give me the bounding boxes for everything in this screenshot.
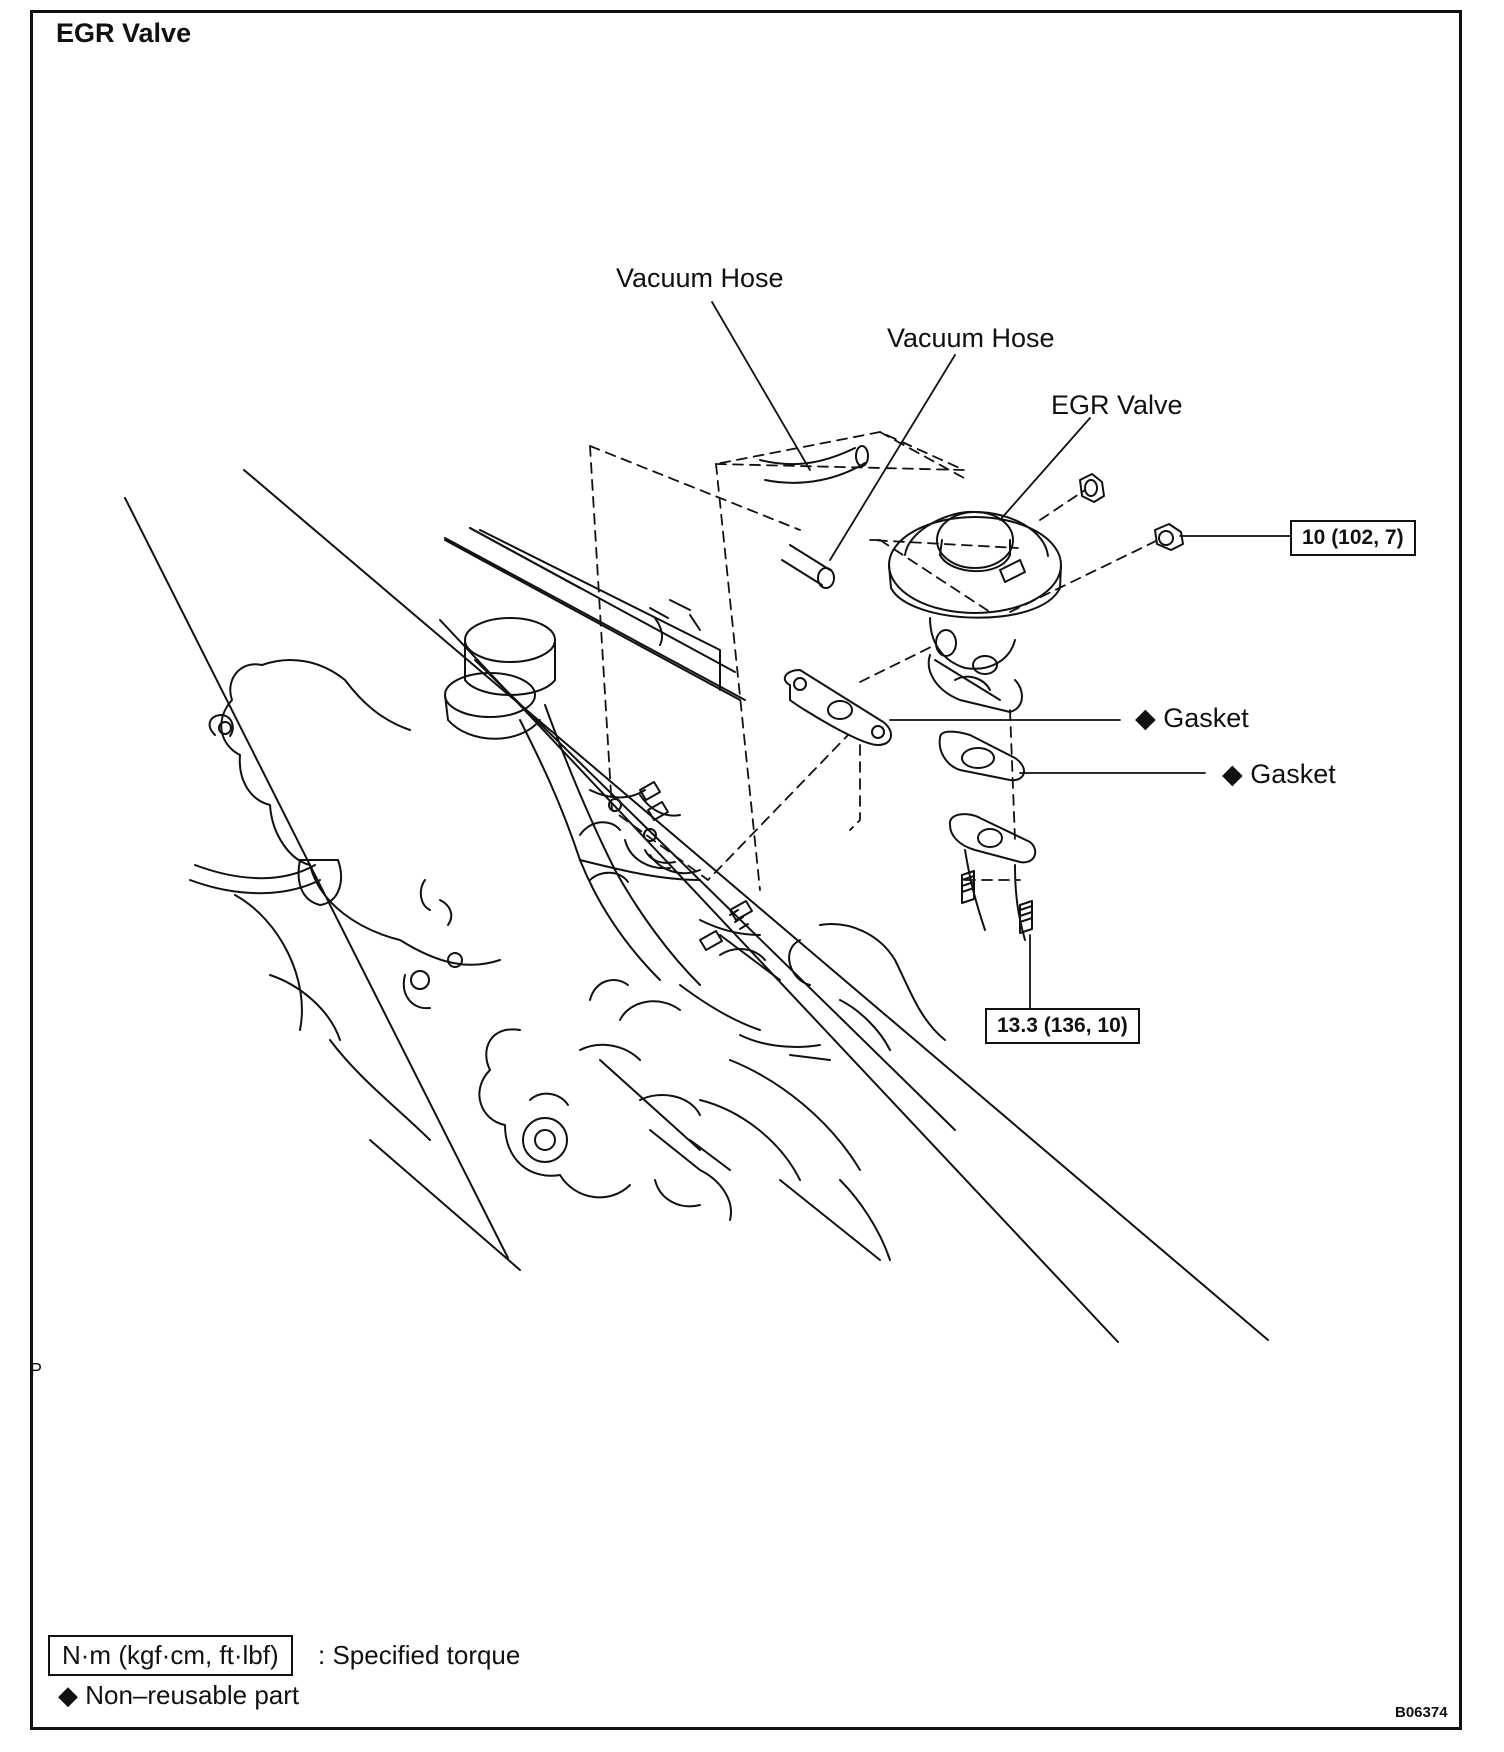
gasket-2 [938,730,1025,782]
diagram-title: EGR Valve [56,18,192,48]
bolt-right [1019,900,1033,934]
legend-non-reusable: ◆ Non–reusable part [58,1680,300,1710]
hose-clamps [579,781,753,951]
intake-assembly [444,617,946,1061]
valve-cover [444,527,741,701]
egr-valve [888,510,1062,713]
diagonal-pipes [124,469,1269,1343]
figure-reference: B06374 [1395,1704,1448,1721]
gasket-2-label: ◆ Gasket [1222,759,1336,789]
nut-right [1154,523,1184,551]
egr-pipe-flange [948,813,1037,941]
nut-upper [1079,473,1105,503]
diagram-frame [30,10,1462,1730]
stray-mark: P [30,1360,43,1380]
gasket-1-label: ◆ Gasket [1135,703,1249,733]
nut-torque-spec: 10 (102, 7) [1290,520,1416,556]
vacuum-hose-1 [759,445,869,484]
gasket-1 [783,669,892,746]
legend-torque-unit: N·m (kgf·cm, ft·lbf) [48,1635,293,1676]
throttle-body [478,979,891,1261]
bolt-left [961,870,975,904]
assembly-dashed-lines [589,431,1159,891]
egr-valve-label: EGR Valve [1051,390,1183,420]
leader-lines [711,301,1291,1011]
vacuum-hose-1-label: Vacuum Hose [616,263,784,293]
vacuum-hose-2 [781,544,835,589]
engine-block [189,659,521,1271]
vacuum-hose-2-label: Vacuum Hose [887,323,1055,353]
bolt-torque-spec: 13.3 (136, 10) [985,1008,1140,1044]
legend-torque-desc: : Specified torque [318,1640,521,1670]
